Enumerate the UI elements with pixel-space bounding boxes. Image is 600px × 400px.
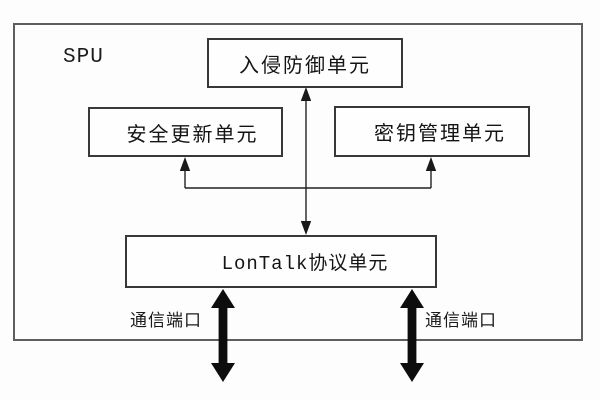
comm-port-label-right: 通信端口 bbox=[425, 311, 497, 330]
node-security-update-label: 安全更新单元 bbox=[126, 123, 259, 146]
node-lontalk-protocol-unit: LonTalk协议单元 bbox=[125, 235, 437, 288]
node-lontalk-protocol-label: LonTalk协议单元 bbox=[221, 253, 389, 275]
spu-boundary-frame bbox=[13, 23, 583, 341]
spu-title: SPU bbox=[63, 46, 104, 69]
comm-port-label-left: 通信端口 bbox=[130, 311, 202, 330]
node-key-management-label: 密钥管理单元 bbox=[374, 123, 506, 145]
node-intrusion-prevention-label: 入侵防御单元 bbox=[239, 54, 371, 77]
node-intrusion-prevention-unit: 入侵防御单元 bbox=[207, 38, 403, 88]
node-security-update-unit: 安全更新单元 bbox=[88, 107, 283, 157]
node-key-management-unit: 密钥管理单元 bbox=[334, 106, 530, 157]
